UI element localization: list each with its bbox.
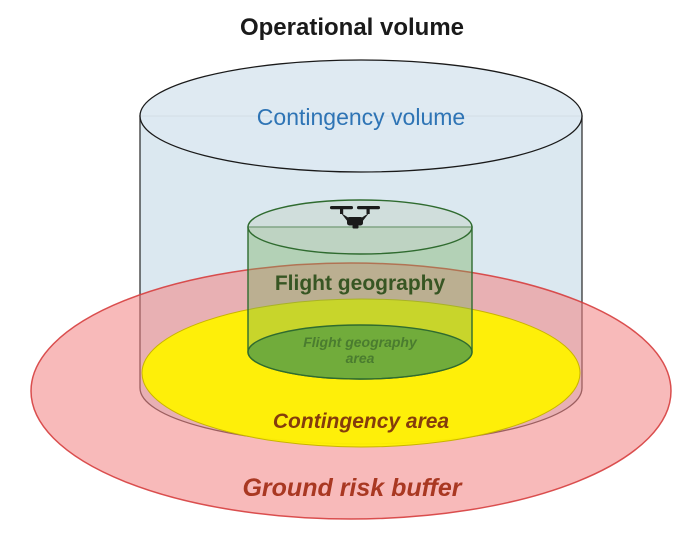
contingency-volume-label: Contingency volume (257, 104, 465, 130)
flight-geography-area-label-line1: Flight geography (303, 334, 418, 350)
operational-volume-title: Operational volume (240, 14, 464, 41)
ground-risk-buffer-label: Ground risk buffer (242, 474, 462, 502)
flight-geography-label: Flight geography (275, 272, 446, 295)
flight-geography-area-ellipse (247, 324, 473, 380)
operational-volume-cylinder-top (139, 59, 583, 173)
flight-geography-area-label-line2: area (346, 350, 375, 366)
drone-icon (330, 206, 380, 229)
contingency-area-label: Contingency area (273, 410, 450, 433)
flight-geography-cylinder-top (247, 199, 473, 255)
